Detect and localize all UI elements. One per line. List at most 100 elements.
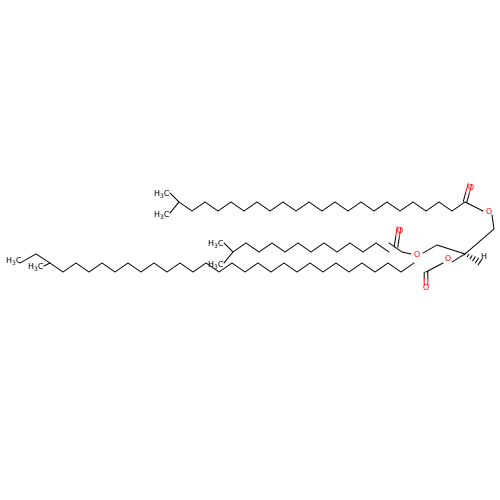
ester-c-carbonyl-oxygen: O (423, 283, 429, 292)
chain-b-carbonyl-o1 (395, 226, 398, 238)
glycerol-ch2-b (436, 244, 466, 255)
stereo-hash-5 (477, 258, 483, 266)
chain-c-c-o (425, 262, 444, 273)
chain-a-backbone-9 (295, 201, 310, 212)
chain-c-ethyl-bond (19, 253, 37, 264)
chain-c-backbone-19 (296, 262, 311, 273)
chain-a-backbone-18 (412, 201, 427, 212)
chain-b-carbonyl-c0 (397, 236, 400, 248)
chain-b-branch-bottom (223, 251, 234, 264)
chain-b-backbone-7 (323, 242, 338, 253)
chain-a-carbonyl-c0 (466, 192, 470, 203)
chain-b-carbonyl-o0 (398, 226, 402, 238)
chain-c-backbone-2 (75, 262, 90, 273)
chain-c-backbone-10 (179, 262, 194, 273)
chain-b-backbone-10 (362, 242, 377, 253)
chain-c-backbone-16 (257, 262, 272, 273)
chain-a-backbone-20 (438, 201, 453, 212)
chain-b-carbonyl-c1 (393, 236, 397, 248)
chain-c-backbone-22 (335, 262, 350, 273)
chain-c-backbone-9 (166, 262, 181, 273)
chain-a-backbone-11 (321, 201, 336, 212)
chain-c-ethyl-label: H3C (6, 256, 22, 267)
chain-b-c1 (388, 242, 403, 253)
chain-a-backbone-6 (256, 201, 271, 212)
chain-a-branch-top (169, 192, 180, 203)
chain-b-methyl-bottom-label: H3C (208, 260, 224, 271)
chain-b-backbone-5 (297, 242, 312, 253)
chain-a-backbone-17 (399, 201, 414, 212)
ester-a-carbonyl-oxygen: O (468, 183, 474, 192)
chain-b-branch-top (223, 242, 234, 253)
chain-b-backbone-2 (258, 242, 273, 253)
ester-b-ether-oxygen: O (414, 250, 420, 259)
chain-c-backbone-0 (49, 262, 64, 273)
glycerol-ch2-a (464, 228, 495, 255)
chain-c-backbone-18 (283, 262, 298, 273)
chain-a-backbone-4 (230, 201, 245, 212)
chain-a-backbone-19 (425, 201, 440, 212)
atom-label-layer: H3C H3C H3C H3C H3C H3C O O O O O O H (6, 183, 492, 292)
ester-c-ether-oxygen: O (445, 254, 451, 263)
chain-b-methyl-top-label: H3C (208, 239, 224, 250)
chain-a-backbone-10 (308, 201, 323, 212)
chain-c-backbone-21 (322, 262, 337, 273)
chain-b-c-o (401, 251, 412, 255)
chain-b-backbone-6 (310, 242, 325, 253)
chain-a-backbone-0 (178, 201, 193, 212)
chain-a-branch-bottom (169, 201, 180, 214)
chain-a-methyl-top-label: H3C (154, 189, 170, 200)
chain-a-backbone-14 (360, 201, 375, 212)
chain-b-backbone-3 (271, 242, 286, 253)
ester-b-carbonyl-oxygen: O (397, 226, 403, 235)
chain-b-backbone-0 (232, 242, 247, 253)
chain-b-backbone-8 (336, 242, 351, 253)
chain-b-backbone-9 (349, 242, 364, 253)
chain-a-backbone-16 (386, 201, 401, 212)
chain-a-backbone-7 (269, 201, 284, 212)
chain-a-c-o (464, 201, 484, 212)
chain-a-backbone-1 (191, 201, 206, 212)
stereo-hash-3 (472, 256, 476, 262)
stereo-hash-4 (474, 257, 480, 264)
chain-c-backbone-13 (218, 262, 233, 273)
chain-c-backbone-17 (270, 262, 285, 273)
chain-c-backbone-15 (244, 262, 259, 273)
chain-c-backbone-6 (127, 262, 142, 273)
chain-b-backbone-11 (375, 242, 390, 253)
chain-a-backbone-15 (373, 201, 388, 212)
chain-a-o-ch2 (491, 214, 495, 230)
chain-c-backbone-4 (101, 262, 116, 273)
bond-layer (19, 183, 495, 286)
chain-a-carbonyl-o1 (465, 183, 469, 194)
glycerol-c-o (451, 253, 466, 263)
chain-a-methyl-bottom-label: H3C (154, 210, 170, 221)
stereo-hash-0 (464, 252, 466, 256)
chain-c-backbone-20 (309, 262, 324, 273)
chain-c-backbone-23 (348, 262, 363, 273)
ester-a-ether-oxygen: O (486, 207, 492, 216)
chain-c-backbone-3 (88, 262, 103, 273)
chain-c-backbone-14 (231, 262, 246, 273)
chain-c-methyl-label: H3C (28, 262, 44, 273)
chain-a-carbonyl-c1 (462, 192, 467, 203)
chain-c-backbone-11 (192, 262, 207, 273)
chain-b-backbone-4 (284, 242, 299, 253)
chain-a-backbone-12 (334, 201, 349, 212)
chain-b-o-ch2 (422, 244, 438, 254)
stereo-hash-1 (466, 253, 470, 258)
chain-c-backbone-8 (153, 262, 168, 273)
chain-c-backbone-27 (400, 262, 415, 273)
chain-c-backbone-24 (361, 262, 376, 273)
chain-c-methyl-bond (43, 262, 51, 267)
chain-a-backbone-13 (347, 201, 362, 212)
chain-c-ethyl-ch2 (35, 253, 51, 264)
chain-a-carbonyl-o0 (468, 183, 473, 194)
chain-a-backbone-3 (217, 201, 232, 212)
chain-a-backbone-5 (243, 201, 258, 212)
chain-c-backbone-12 (205, 262, 220, 273)
stereo-hydrogen: H (481, 252, 487, 261)
chain-c-backbone-26 (387, 262, 402, 273)
chain-b-backbone-1 (245, 242, 260, 253)
